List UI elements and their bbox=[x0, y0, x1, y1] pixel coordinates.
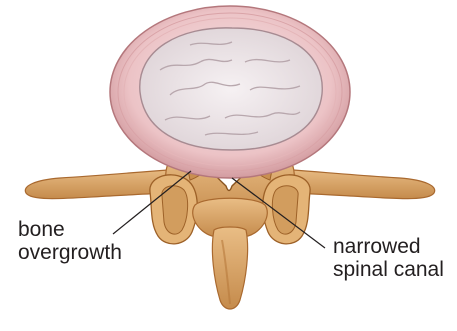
disc-nucleus bbox=[140, 28, 323, 150]
label-bone-overgrowth: bone overgrowth bbox=[18, 218, 122, 264]
label-narrowed-spinal-canal: narrowed spinal canal bbox=[333, 235, 444, 281]
left-facet-inner bbox=[162, 186, 188, 234]
right-facet-inner bbox=[272, 186, 298, 234]
